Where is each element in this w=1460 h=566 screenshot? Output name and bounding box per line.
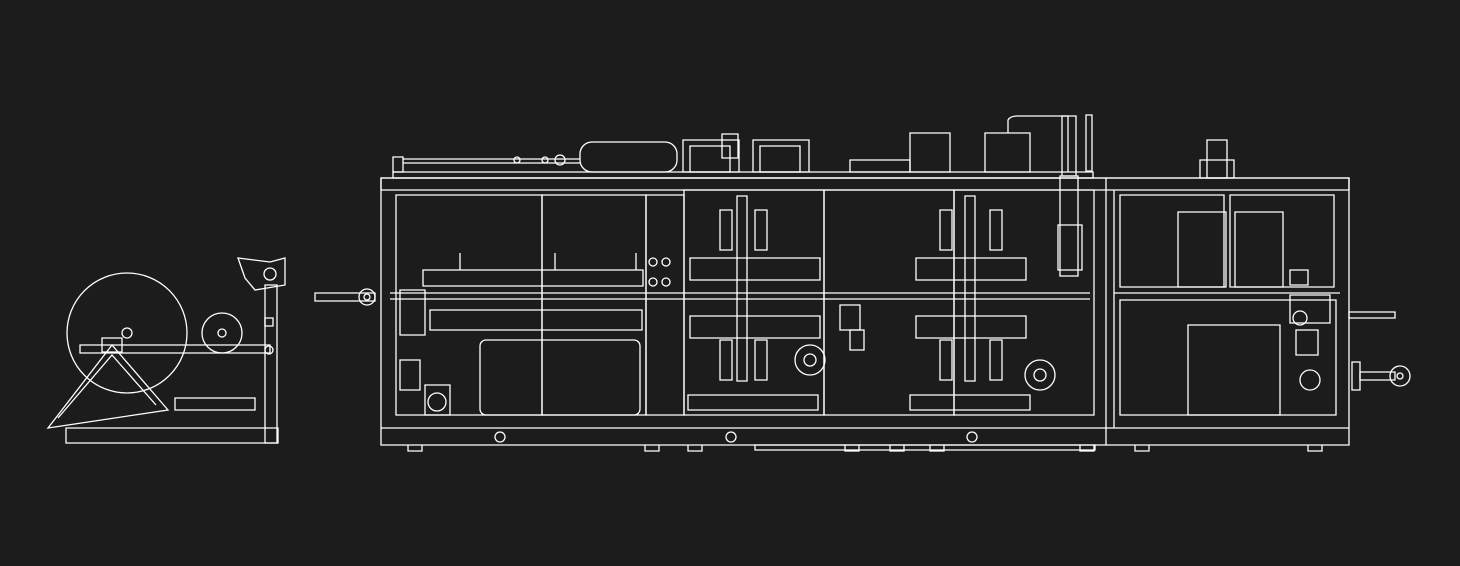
interior-mechanisms bbox=[400, 196, 1330, 415]
unwind-stand bbox=[48, 258, 285, 443]
main-frame bbox=[381, 178, 1349, 451]
infeed bbox=[315, 289, 375, 305]
top-units bbox=[393, 115, 1234, 276]
outfeed bbox=[1349, 312, 1410, 390]
